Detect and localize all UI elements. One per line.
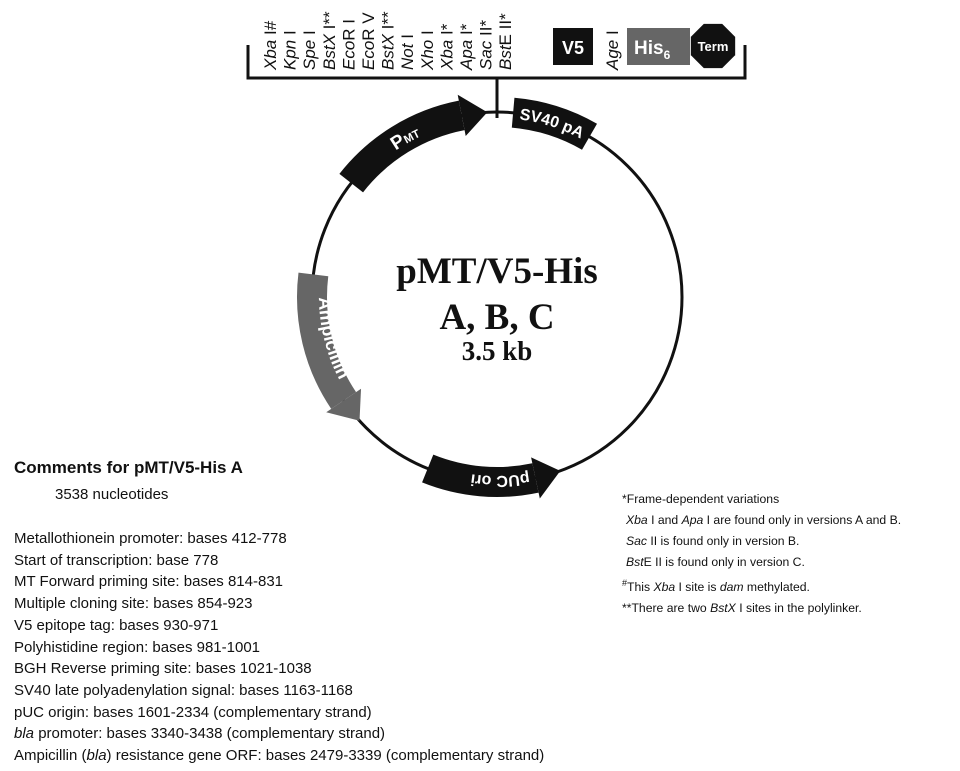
restriction-site: Xho I (418, 30, 437, 71)
comment-item: Ampicillin (bla) resistance gene ORF: ba… (14, 747, 545, 765)
comment-item: Polyhistidine region: bases 981-1001 (14, 638, 260, 656)
his-tag-box (627, 28, 690, 65)
footnote: *Frame-dependent variations (622, 492, 780, 506)
restriction-site: Xba I* (437, 23, 456, 71)
nucleotide-count: 3538 nucleotides (55, 486, 169, 503)
restriction-site: BstX I** (379, 11, 398, 70)
restriction-site: Xba I# (261, 20, 280, 71)
comment-item: Metallothionein promoter: bases 412-778 (14, 530, 287, 547)
comment-item: V5 epitope tag: bases 930-971 (14, 616, 219, 634)
restriction-site: Sac II* (477, 20, 496, 70)
feature-sv40-pa: SV40 pA (511, 97, 597, 150)
footnote: BstE II is found only in version C. (626, 555, 805, 569)
arrowhead (531, 457, 561, 499)
comment-item: Multiple cloning site: bases 854-923 (14, 595, 253, 613)
comment-item: SV40 late polyadenylation signal: bases … (14, 681, 353, 699)
term-label: Term (698, 39, 729, 54)
footnote: #This Xba I site is dam methylated. (622, 578, 810, 595)
footnote: Sac II is found only in version B. (626, 534, 800, 548)
terminator-octagon-icon (690, 23, 736, 69)
restriction-site-age: Age I (603, 30, 622, 71)
restriction-site: EcoR V (359, 12, 378, 70)
plasmid-name: pMT/V5-His (396, 251, 598, 292)
footnote: Xba I and Apa I are found only in versio… (626, 513, 902, 527)
feature-label: pUC ori (470, 469, 531, 489)
restriction-site: Apa I* (457, 23, 476, 71)
arrowhead (457, 94, 488, 137)
restriction-site: BstX I** (320, 11, 339, 70)
plasmid-size: 3.5 kb (461, 336, 533, 366)
feature-puc-ori: pUC ori (422, 454, 561, 499)
restriction-site: Spe I (300, 30, 319, 70)
comment-item: MT Forward priming site: bases 814-831 (14, 573, 284, 591)
restriction-site: BstE II* (496, 13, 515, 70)
comment-item: Start of transcription: base 778 (14, 551, 219, 569)
restriction-site: EcoR I (339, 19, 358, 70)
v5-label: V5 (562, 38, 584, 58)
v5-epitope-box (553, 28, 593, 65)
comments-title: Comments for pMT/V5-His A (14, 458, 243, 477)
plasmid-versions: A, B, C (439, 297, 555, 338)
comment-item: pUC origin: bases 1601-2334 (complementa… (14, 703, 372, 721)
restriction-site: Not I (398, 34, 417, 70)
feature-p: PMT (339, 94, 488, 193)
arrowhead (326, 388, 362, 421)
mcs-bracket (246, 45, 747, 80)
footnote: **There are two BstX I sites in the poly… (622, 601, 862, 616)
comment-item: BGH Reverse priming site: bases 1021-103… (14, 660, 312, 678)
comment-item: bla promoter: bases 3340-3438 (complemen… (14, 725, 386, 743)
restriction-site: Kpn I (281, 30, 300, 70)
